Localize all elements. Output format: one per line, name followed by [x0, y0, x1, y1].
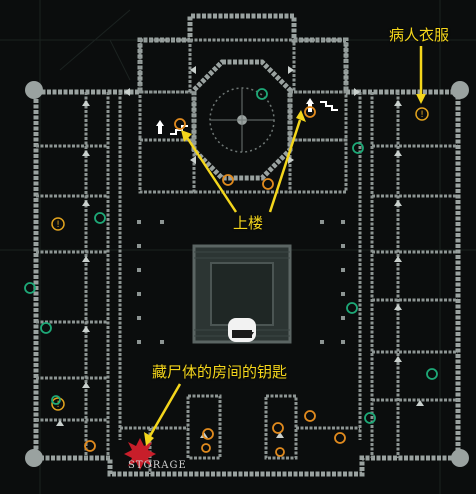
svg-text:!: ! — [420, 110, 424, 120]
annotation-arrows — [144, 46, 426, 446]
storage-label: STORAGE — [128, 460, 187, 471]
central-octagon — [191, 59, 293, 181]
corner-towers — [25, 81, 469, 467]
svg-text:!: ! — [56, 400, 60, 410]
doors — [56, 66, 424, 438]
info-marker-glyphs: !!! — [56, 110, 424, 410]
stairs-down-icon — [228, 318, 256, 342]
info-marker-icon — [51, 107, 429, 411]
stairs-up-icon — [156, 98, 338, 135]
save-point-icon — [24, 88, 438, 424]
annotation-patient-clothes: 病人衣服 — [389, 26, 450, 44]
lower-rooms — [120, 394, 360, 474]
annotation-upstairs: 上楼 — [233, 214, 264, 232]
hall-columns — [137, 220, 345, 344]
svg-text:!: ! — [56, 220, 60, 230]
right-wing — [358, 92, 458, 458]
item-marker-icon — [84, 106, 346, 457]
annotation-corpse-room-key: 藏尸体的房间的钥匙 — [152, 363, 288, 381]
left-wing — [36, 92, 122, 458]
storage-icon — [124, 438, 156, 470]
